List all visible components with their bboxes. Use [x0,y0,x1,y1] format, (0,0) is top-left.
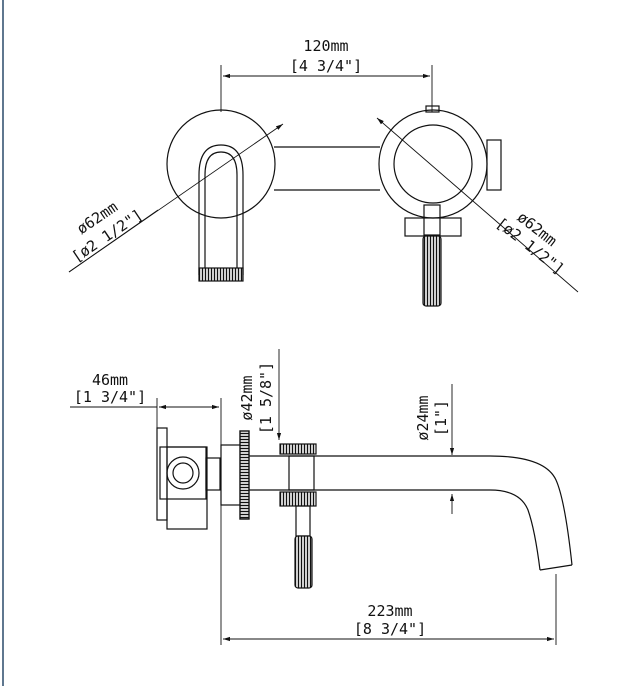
width-label-mm: 120mm [303,37,348,55]
depth-label-mm: 46mm [92,371,128,389]
spout-diameter-label-in: [1"] [432,400,450,436]
width-label-in: [4 3/4"] [290,57,362,75]
lever-handle [422,235,442,307]
collar-flange [239,430,250,520]
valve-cartridge [156,427,242,530]
collar-label-in: [1 5/8"] [257,362,275,434]
spout-diameter-dimension: ø24mm [1"] [414,384,455,514]
spout [249,443,573,571]
collar-label-mm: ø42mm [238,375,256,420]
side-lever [294,505,313,589]
valve-body [274,146,380,191]
spout-flange [166,109,276,282]
length-label-in: [8 3/4"] [354,620,426,638]
front-view: 120mm [4 3/4"] [68,37,579,307]
depth-dimension: 46mm [1 3/4"] [70,371,222,445]
depth-label-in: [1 3/4"] [74,388,146,406]
collar-dimension: ø42mm [1 5/8"] [238,349,282,440]
length-dimension: 223mm [8 3/4"] [223,574,557,645]
handle-flange [378,105,502,307]
side-view: 46mm [1 3/4"] ø42mm [1 5/8"] ø24mm [1"] [70,349,573,645]
length-label-mm: 223mm [367,602,412,620]
width-dimension: 120mm [4 3/4"] [220,37,433,112]
handle-flange-dimension: ø62mm [ø2 1/2"] [376,117,579,293]
spout-flange-dimension: ø62mm [ø2 1/2"] [68,123,284,273]
spout-diameter-label-mm: ø24mm [414,395,432,440]
